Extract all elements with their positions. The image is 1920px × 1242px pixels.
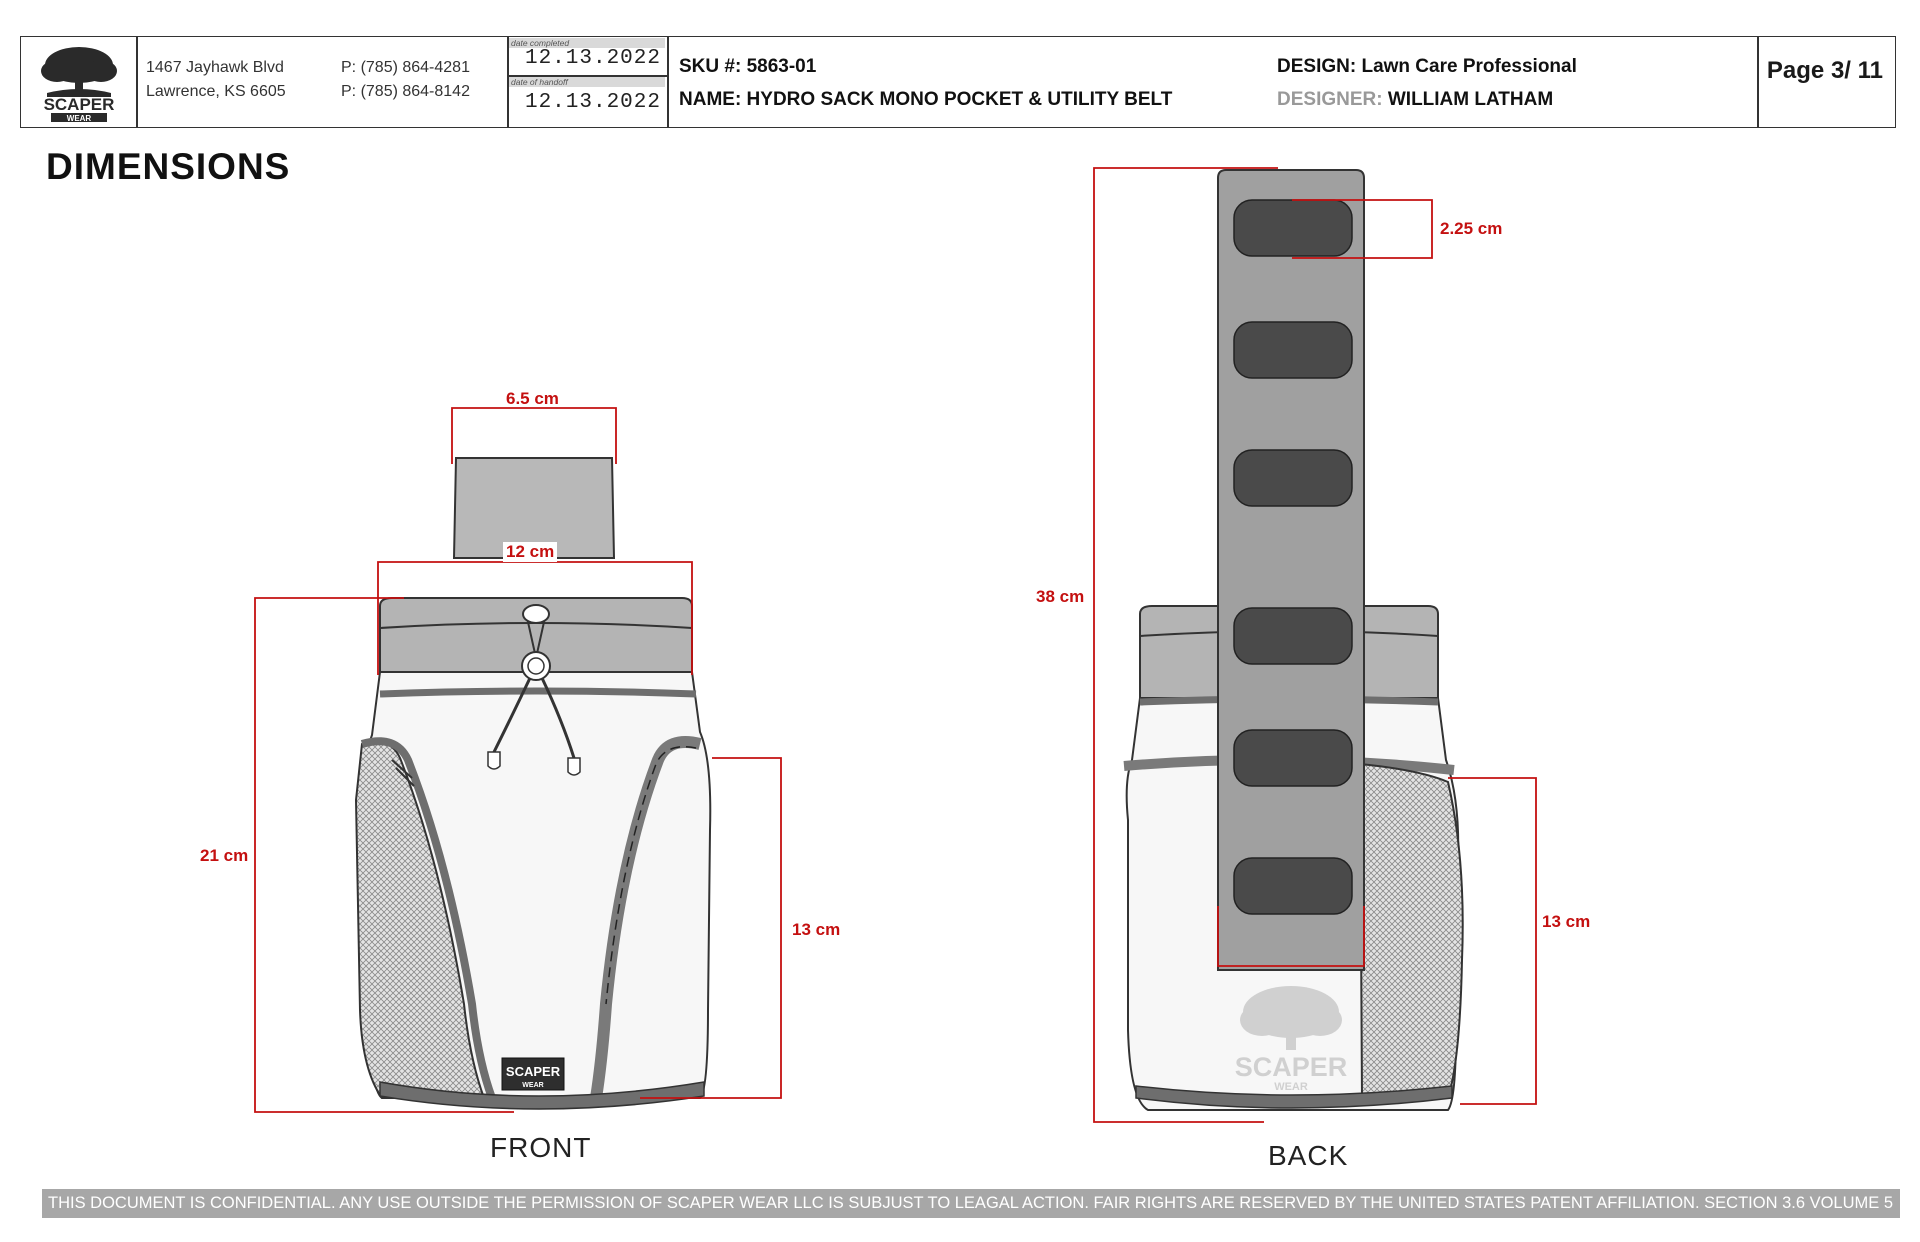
front-badge-subtext: WEAR — [522, 1082, 543, 1089]
dim-slot-height: 2.25 cm — [1440, 219, 1503, 238]
front-view-label: FRONT — [490, 1132, 592, 1163]
front-bottle-cap — [452, 457, 616, 559]
design-label: DESIGN: — [1277, 56, 1357, 77]
design-value: Lawn Care Professional — [1361, 56, 1577, 77]
logo-cell: SCAPER WEAR — [21, 37, 136, 127]
front-dimension-lines — [254, 407, 782, 1113]
strap-slots — [1233, 199, 1353, 915]
strap-slot — [1233, 199, 1353, 257]
date-box: date completed 12.13.2022 date of handof… — [507, 37, 667, 127]
sku: SKU #: 5863-01 — [679, 56, 817, 77]
back-view: SCAPER WEAR — [1093, 167, 1537, 1123]
front-right-piping — [590, 736, 702, 1099]
phone-2: P: (785) 864-8142 — [341, 83, 470, 100]
strap-slot — [1233, 449, 1353, 507]
strap-slot — [1233, 321, 1353, 379]
back-watermark-text: SCAPER — [1235, 1052, 1348, 1082]
title-block: SCAPER WEAR 1467 Jayhawk Blvd Lawrence, … — [20, 36, 1896, 128]
designer-field: DESIGNER: WILLIAM LATHAM — [1277, 89, 1553, 111]
confidentiality-footer: THIS DOCUMENT IS CONFIDENTIAL. ANY USE O… — [42, 1189, 1900, 1218]
dim-front-pocket-height: 13 cm — [792, 920, 841, 939]
designer-value: WILLIAM LATHAM — [1387, 89, 1554, 110]
front-view: SCAPER WEAR — [254, 407, 782, 1113]
strap-slot — [1233, 857, 1353, 915]
back-dimension-lines — [1093, 167, 1537, 1123]
logo-subtext: WEAR — [67, 114, 92, 123]
front-left-mesh-pocket — [354, 740, 486, 1099]
page-title: DIMENSIONS — [46, 146, 291, 187]
dim-front-height: 21 cm — [200, 846, 249, 865]
back-watermark-subtext: WEAR — [1274, 1081, 1308, 1093]
product-name: NAME: HYDRO SACK MONO POCKET & UTILITY B… — [679, 89, 1173, 110]
strap-slot — [1233, 607, 1353, 665]
address-line-2: Lawrence, KS 6605 — [146, 83, 286, 100]
scaper-wear-logo: SCAPER WEAR — [41, 47, 117, 123]
date-handoff-caption: date of handoff — [509, 77, 665, 87]
back-view-label: BACK — [1268, 1140, 1349, 1171]
back-belt-strap — [1217, 169, 1365, 971]
date-completed-caption: date completed — [509, 38, 665, 48]
address-line-1: 1467 Jayhawk Blvd — [146, 59, 284, 76]
designer-label: DESIGNER: — [1277, 89, 1383, 110]
back-right-mesh-pocket — [1358, 762, 1464, 1099]
date-handoff: 12.13.2022 — [524, 91, 661, 114]
dim-back-pocket-height: 13 cm — [1542, 912, 1591, 931]
design-field: DESIGN: Lawn Care Professional — [1277, 56, 1577, 78]
logo-text: SCAPER — [44, 95, 115, 114]
page-number: Page 3/ 11 — [1766, 57, 1883, 84]
date-completed: 12.13.2022 — [524, 47, 661, 70]
front-logo-badge — [501, 1057, 565, 1091]
dim-collar-width: 12 cm — [503, 542, 558, 562]
dim-strap-length: 38 cm — [1036, 587, 1085, 606]
front-badge-text: SCAPER — [506, 1064, 561, 1079]
back-watermark-logo: SCAPER WEAR — [1235, 986, 1348, 1093]
phone-1: P: (785) 864-4281 — [341, 59, 470, 76]
strap-slot — [1233, 729, 1353, 787]
dim-top-width: 6.5 cm — [506, 389, 559, 408]
